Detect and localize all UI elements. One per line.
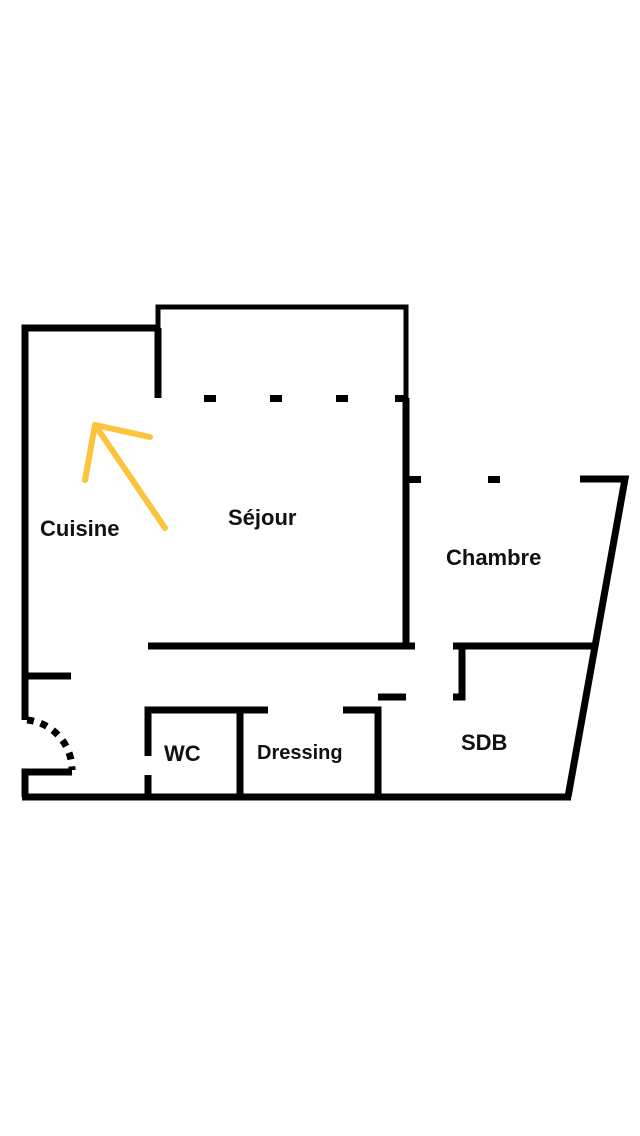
dash bbox=[409, 476, 421, 483]
arrow-icon bbox=[82, 422, 168, 531]
dash bbox=[336, 395, 348, 402]
wall-bedroom-top-right bbox=[564, 475, 630, 798]
wall-entry-bottom bbox=[21, 768, 72, 797]
dashed-opening-living bbox=[204, 395, 407, 402]
room-label-cuisine: Cuisine bbox=[40, 516, 119, 541]
door-swing-arc bbox=[26, 716, 76, 771]
dash bbox=[270, 395, 282, 402]
dash bbox=[395, 395, 407, 402]
wall-dressing-right bbox=[343, 706, 382, 797]
dash bbox=[488, 476, 500, 483]
wall-wc bbox=[144, 706, 268, 756]
room-label-dressing: Dressing bbox=[257, 742, 343, 764]
dash bbox=[204, 395, 216, 402]
room-label-chambre: Chambre bbox=[446, 545, 541, 570]
arrow-shaft bbox=[92, 422, 168, 531]
room-label-sejour: Séjour bbox=[228, 505, 297, 530]
wall-kitchen-top-left bbox=[21, 324, 158, 720]
room-label-sdb: SDB bbox=[461, 730, 507, 755]
wall-alcove bbox=[155, 304, 409, 400]
arrow-head bbox=[82, 422, 153, 483]
wall-bath-left-stub bbox=[453, 646, 466, 701]
dashed-opening-bedroom bbox=[409, 476, 500, 483]
room-label-wc: WC bbox=[164, 741, 201, 766]
